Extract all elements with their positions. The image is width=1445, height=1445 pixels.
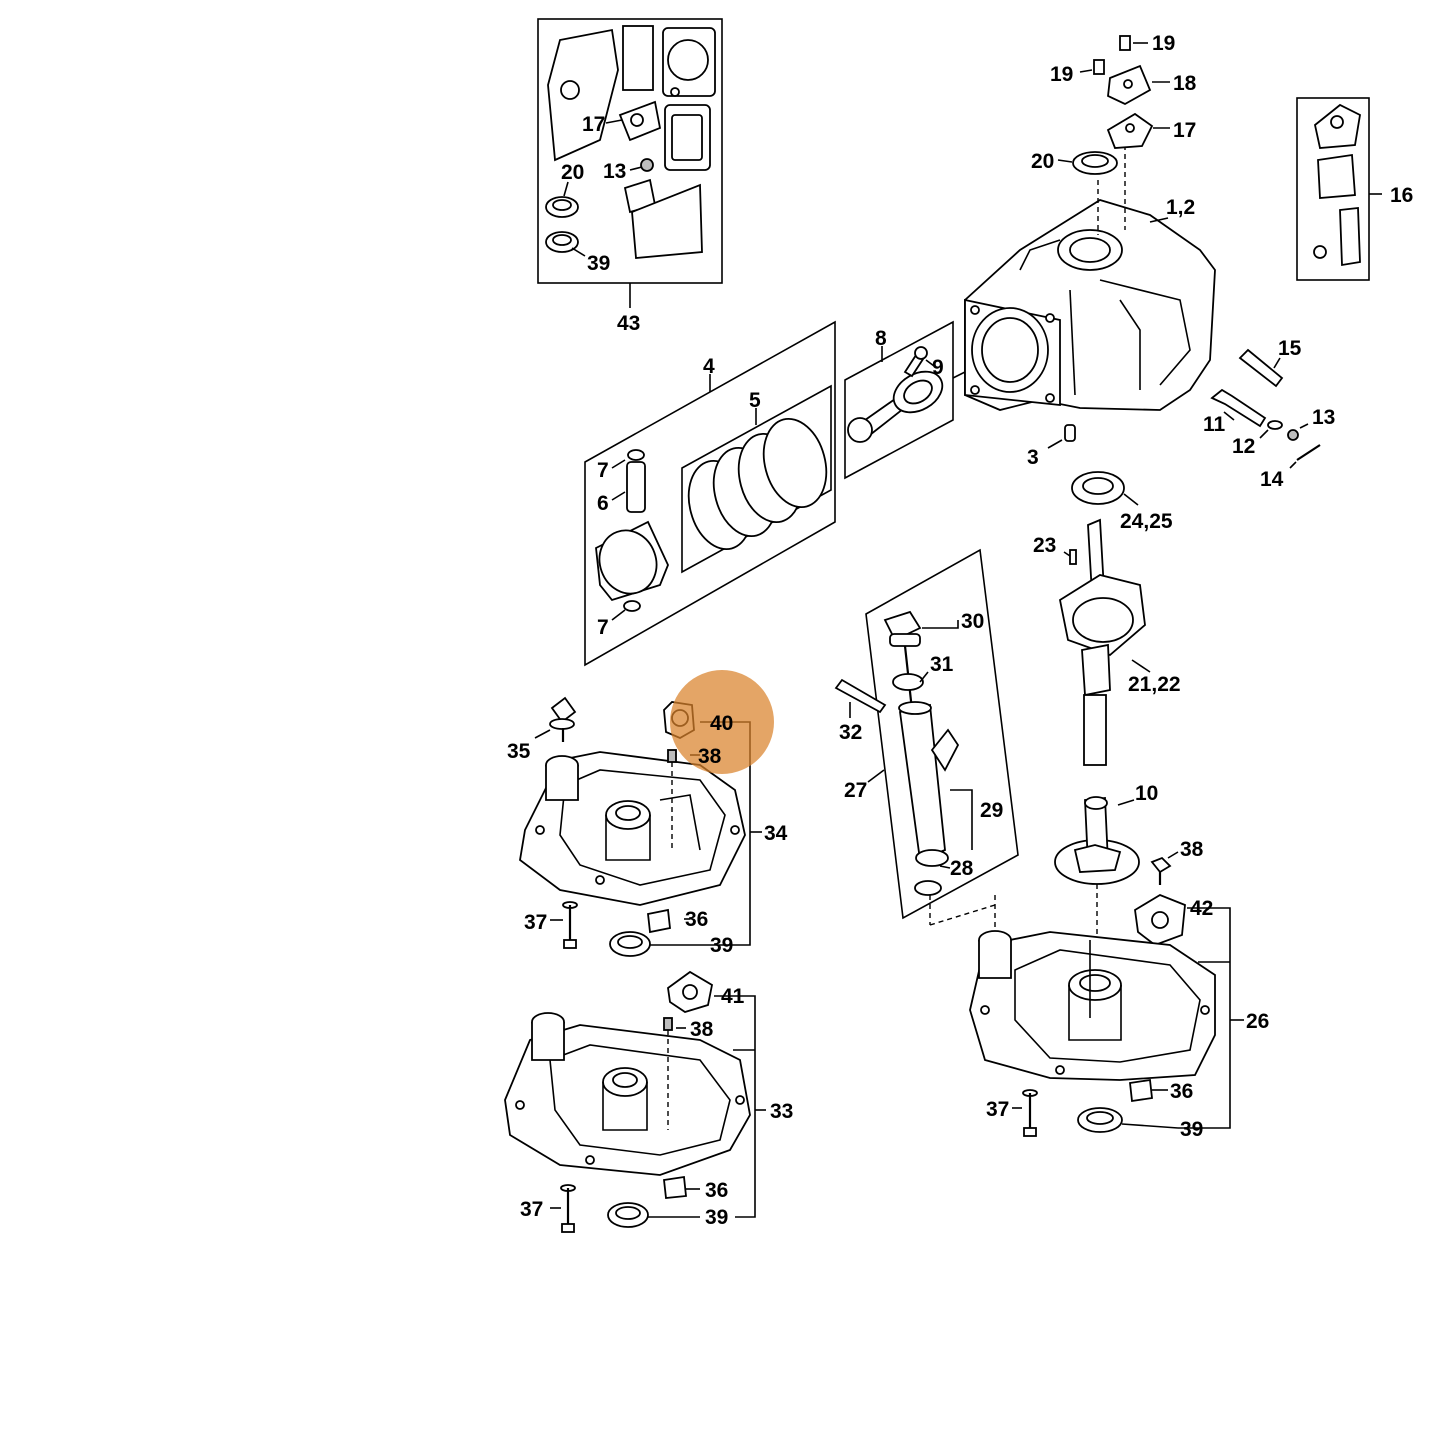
label-36-cover34: 36 [685,908,708,931]
label-11: 11 [1203,413,1226,436]
label-13: 13 [1312,406,1335,429]
leader-lines [650,940,1179,1129]
label-3: 3 [1027,446,1039,469]
dowel-pin [1047,424,1076,449]
oil-seal-top [1057,151,1118,175]
label-39-kit: 39 [587,252,610,275]
label-38-highlight: 38 [698,745,722,768]
cylinder-block [952,145,1216,411]
camshaft-assembly [1054,796,1186,1000]
label-31: 31 [930,653,954,676]
label-39-cover34: 39 [710,934,733,957]
ball-bearing [1071,471,1139,506]
label-17-kit: 17 [582,113,605,136]
label-27: 27 [844,779,867,802]
label-39-cover33: 39 [705,1206,728,1229]
cover-33-hardware [550,1175,700,1233]
governor-kit-box [1296,97,1382,281]
label-13-kit: 13 [603,160,626,183]
highlight-circle [670,670,774,774]
label-28: 28 [950,857,974,880]
label-8: 8 [875,327,887,350]
label-9: 9 [932,356,944,379]
label-30: 30 [961,610,984,633]
cover-34-hardware [550,901,671,957]
label-29: 29 [980,799,1003,822]
crankcase-26 [969,907,1244,1129]
gasket-kit-box [537,18,723,308]
label-5: 5 [749,389,761,412]
label-26: 26 [1246,1010,1269,1033]
governor-parts-top [1079,35,1170,149]
label-32: 32 [839,721,862,744]
label-17: 17 [1173,119,1196,142]
label-21-22: 21,22 [1128,673,1181,696]
oil-fill-tube-box [834,548,1019,940]
part-number-labels: 43 17 13 20 39 4 5 7 6 7 8 9 19 19 18 17… [507,32,1413,1229]
label-35: 35 [507,740,531,763]
label-38-cover33: 38 [690,1018,714,1041]
label-40: 40 [710,712,733,735]
label-1-2: 1,2 [1166,196,1195,219]
label-6: 6 [597,492,609,515]
label-7-bottom: 7 [597,616,609,639]
label-24-25: 24,25 [1120,510,1173,533]
label-36-cover33: 36 [705,1179,728,1202]
label-38-camshaft: 38 [1180,838,1204,861]
label-37-cover34: 37 [524,911,547,934]
label-4: 4 [703,355,715,378]
label-33: 33 [770,1100,793,1123]
label-20-kit: 20 [561,161,584,184]
label-39-crankcase: 39 [1180,1118,1203,1141]
label-34: 34 [764,822,788,845]
label-19-left: 19 [1050,63,1073,86]
label-15: 15 [1278,337,1302,360]
connecting-rod-box [844,320,954,480]
crankcase-cover-33 [504,970,766,1218]
label-23: 23 [1033,534,1056,557]
label-18: 18 [1173,72,1197,95]
governor-shaft-parts [1210,348,1321,469]
label-37-cover33: 37 [520,1198,543,1221]
label-36-crankcase: 36 [1170,1080,1193,1103]
label-12: 12 [1232,435,1255,458]
piston-kit-box [584,320,836,667]
label-43: 43 [617,312,640,335]
label-16: 16 [1390,184,1413,207]
crankcase-26-hardware [1012,1078,1168,1137]
label-20: 20 [1031,150,1054,173]
label-19-top: 19 [1152,32,1175,55]
label-41: 41 [721,985,745,1008]
label-7-top: 7 [597,459,609,482]
label-10: 10 [1135,782,1158,805]
label-14: 14 [1260,468,1284,491]
label-37-crankcase: 37 [986,1098,1009,1121]
label-42: 42 [1190,897,1213,920]
crankshaft [1058,518,1151,766]
